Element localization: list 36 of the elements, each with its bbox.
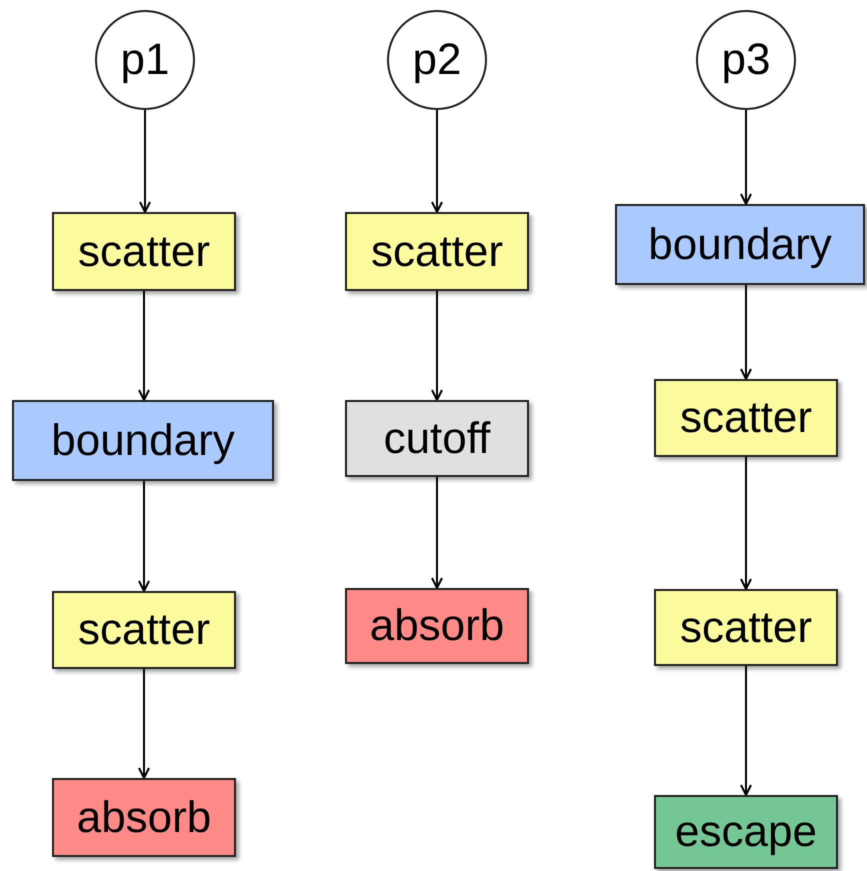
arrow [431,110,443,213]
node-label: scatter [78,605,210,655]
arrow [138,291,150,401]
node-label: absorb [76,792,212,842]
process-box [345,588,529,664]
node-label: escape [675,807,817,857]
process-box [345,212,529,291]
node-label: scatter [370,226,504,276]
node-label: p3 [722,35,770,85]
node-label: boundary [648,220,832,270]
process-box [615,204,865,285]
process-box [345,400,529,477]
node-label: scatter [680,602,812,652]
process-box [52,591,236,669]
process-box [12,400,274,481]
arrow [431,291,443,401]
node-label: cutoff [384,414,490,464]
arrow [138,669,150,779]
arrow [138,481,150,592]
arrow [740,285,752,380]
node-label: scatter [78,226,210,276]
arrow [139,110,151,213]
arrow [740,457,752,590]
node-label: p1 [120,35,170,85]
process-box [654,589,838,666]
node-label: absorb [370,601,504,651]
node-label: p2 [412,35,462,85]
process-box [52,778,236,857]
process-box [52,212,236,291]
node-label: scatter [680,393,812,443]
arrow [740,110,752,205]
node-label: boundary [51,416,235,466]
arrow [431,477,443,589]
process-box [654,795,838,869]
process-box [654,379,838,457]
arrow [740,666,752,796]
